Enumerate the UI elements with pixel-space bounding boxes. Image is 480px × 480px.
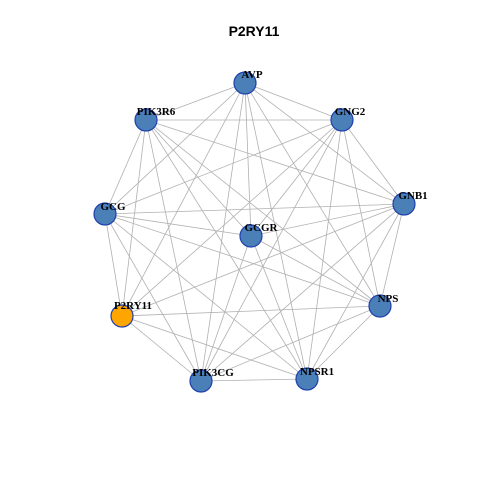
edge-avp-p2ry11	[121, 82, 246, 317]
node-label-gnb1: GNB1	[398, 190, 427, 202]
edge-gng2-p2ry11	[121, 119, 343, 317]
edge-gnb1-p2ry11	[121, 203, 405, 317]
edge-gng2-pik3cg	[200, 119, 343, 382]
edge-npsr1-p2ry11	[121, 315, 308, 380]
node-label-gcgr: GCGR	[245, 222, 279, 234]
node-p2ry11[interactable]	[110, 304, 134, 328]
node-label-npsr1: NPSR1	[300, 366, 334, 378]
edge-avp-gnb1	[244, 82, 405, 205]
node-layer	[93, 71, 416, 393]
edge-npsr1-gcg	[104, 213, 308, 380]
node-gcg[interactable]	[93, 202, 117, 226]
node-label-pik3cg: PIK3CG	[192, 367, 234, 379]
node-gcgr[interactable]	[239, 224, 263, 248]
edge-gnb1-pik3cg	[200, 203, 405, 382]
edge-pik3cg-gcg	[104, 213, 202, 382]
node-pik3r6[interactable]	[134, 108, 158, 132]
node-label-gcg: GCG	[100, 201, 126, 213]
node-label-nps: NPS	[378, 293, 399, 305]
edge-npsr1-pik3r6	[145, 119, 308, 380]
node-label-gng2: GNG2	[335, 106, 366, 118]
edge-gng2-gcgr	[250, 119, 343, 237]
edge-npsr1-gcgr	[250, 235, 308, 380]
edge-nps-pik3cg	[200, 305, 381, 382]
node-gng2[interactable]	[330, 108, 354, 132]
edge-gnb1-gcg	[104, 203, 405, 215]
edge-pik3cg-gcgr	[200, 235, 252, 382]
edge-gnb1-pik3r6	[145, 119, 405, 205]
diagram-title: P2RY11	[229, 23, 280, 39]
edge-pik3r6-gcgr	[145, 119, 252, 237]
node-avp[interactable]	[233, 71, 257, 95]
edge-gnb1-npsr1	[306, 203, 405, 380]
node-label-avp: AVP	[241, 69, 262, 81]
edge-gng2-gnb1	[341, 119, 405, 205]
edge-nps-gcgr	[250, 235, 381, 307]
edge-gcg-gcgr	[104, 213, 252, 237]
node-pik3cg[interactable]	[189, 369, 213, 393]
edge-gng2-gcg	[104, 119, 343, 215]
edge-avp-pik3r6	[145, 82, 246, 121]
node-npsr1[interactable]	[295, 367, 319, 391]
node-gnb1[interactable]	[392, 192, 416, 216]
node-label-pik3r6: PIK3R6	[137, 106, 176, 118]
edge-gnb1-nps	[379, 203, 405, 307]
edge-layer	[104, 82, 405, 382]
edge-gng2-npsr1	[306, 119, 343, 380]
edge-avp-gcg	[104, 82, 246, 215]
edge-npsr1-pik3cg	[200, 378, 308, 382]
edge-gcg-pik3r6	[104, 119, 147, 215]
edge-avp-gcgr	[244, 82, 252, 237]
node-nps[interactable]	[368, 294, 392, 318]
edge-pik3cg-p2ry11	[121, 315, 202, 382]
edge-avp-gng2	[244, 82, 343, 121]
edge-nps-pik3r6	[145, 119, 381, 307]
node-label-p2ry11: P2RY11	[114, 300, 152, 312]
edge-gnb1-gcgr	[250, 203, 405, 237]
edge-pik3cg-pik3r6	[145, 119, 202, 382]
edge-nps-p2ry11	[121, 305, 381, 317]
edge-nps-npsr1	[306, 305, 381, 380]
edge-p2ry11-gcg	[104, 213, 123, 317]
